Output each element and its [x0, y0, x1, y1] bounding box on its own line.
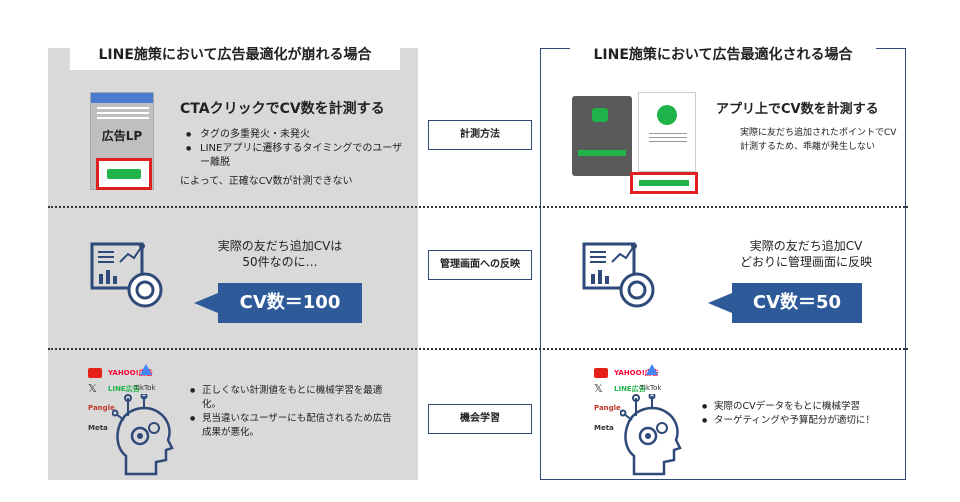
- row-divider-2: [48, 348, 908, 350]
- right-column-panel: [540, 48, 906, 480]
- google-ads-icon: [140, 364, 152, 375]
- cta-button: [107, 169, 141, 179]
- label-dashboard-reflection: 管理画面への反映: [428, 250, 532, 280]
- right-section1-title: アプリ上でCV数を計測する: [716, 102, 879, 117]
- analytics-dashboard-icon: [90, 242, 163, 308]
- left-heading: LINE施策において広告最適化が崩れる場合: [70, 40, 400, 70]
- right-section3-bullets: 実際のCVデータをもとに機械学習 ターゲティングや予算配分が適切に！: [702, 400, 902, 428]
- tiktok-logo: TikTok: [640, 384, 662, 392]
- left-section1-bullets: タグの多重発火・未発火 LINEアプリに遷移するタイミングでのユーザー離脱: [186, 128, 406, 170]
- left-section1-note: によって、正確なCV数が計測できない: [180, 176, 353, 187]
- bullet-item: LINEアプリに遷移するタイミングでのユーザー離脱: [186, 142, 406, 170]
- youtube-icon: [88, 368, 102, 378]
- right-section2-line2: どおりに管理画面に反映: [739, 255, 872, 269]
- line-ads-logo: LINE広告: [614, 385, 646, 393]
- add-friend-button: [639, 180, 689, 186]
- cv-count-callout-left: CV数＝100: [194, 283, 362, 323]
- meta-logo: Meta: [88, 424, 108, 432]
- add-friend-highlight-frame: [630, 172, 698, 194]
- row-divider-1: [48, 206, 908, 208]
- pangle-logo: Pangle: [594, 404, 621, 412]
- right-border-top-right: [876, 48, 906, 49]
- lp-text-lines: [97, 107, 149, 121]
- right-border-top-left: [540, 48, 570, 49]
- yahoo-ads-logo: YAHOO!広告: [614, 369, 659, 377]
- ai-brain-head-icon: [112, 394, 174, 476]
- label-machine-learning: 機会学習: [428, 404, 532, 434]
- right-section2-line1: 実際の友だち追加CV: [749, 239, 863, 253]
- label-measurement-method: 計測方法: [428, 120, 532, 150]
- analytics-dashboard-icon: [582, 242, 655, 308]
- left-section2-line1: 実際の友だち追加CVは: [217, 239, 343, 253]
- app-text-lines: [649, 133, 687, 145]
- x-logo-icon: 𝕏: [88, 382, 97, 395]
- bullet-item: ターゲティングや予算配分が適切に！: [702, 414, 902, 428]
- app-screen-mockup-1: [572, 96, 632, 176]
- bullet-item: 正しくない計測値をもとに機械学習を最適化。: [190, 384, 400, 412]
- youtube-icon: [594, 368, 608, 378]
- left-section2-text: 実際の友だち追加CVは 50件なのに…: [200, 238, 360, 270]
- right-section2-text: 実際の友だち追加CV どおりに管理画面に反映: [726, 238, 886, 270]
- right-heading: LINE施策において広告最適化される場合: [575, 40, 871, 70]
- tiktok-logo: TikTok: [134, 384, 156, 392]
- bullet-item: タグの多重発火・未発火: [186, 128, 406, 142]
- yahoo-ads-logo: YAHOO!広告: [108, 369, 153, 377]
- profile-avatar-icon: [657, 105, 677, 125]
- meta-logo: Meta: [594, 424, 614, 432]
- left-section1-title: CTAクリックでCV数を計測する: [180, 101, 385, 117]
- lp-label: 広告LP: [101, 129, 143, 143]
- left-section3-bullets: 正しくない計測値をもとに機械学習を最適化。 見当違いなユーザーにも配信されるため…: [190, 384, 400, 440]
- bullet-item: 実際のCVデータをもとに機械学習: [702, 400, 902, 414]
- landing-page-mockup: 広告LP: [90, 92, 154, 190]
- ai-brain-head-icon: [620, 394, 682, 476]
- lp-header-bar: [91, 93, 153, 103]
- cta-highlight-frame: [96, 158, 152, 190]
- line-ads-logo: LINE広告: [108, 385, 140, 393]
- left-section2-line2: 50件なのに…: [242, 255, 318, 269]
- app-screen-mockup-2: [638, 92, 696, 172]
- line-logo-icon: [592, 108, 608, 122]
- right-section1-desc: 実際に友だち追加されたポイントでCV計測するため、乖離が発生しない: [740, 128, 897, 152]
- bullet-item: 見当違いなユーザーにも配信されるため広告成果が悪化。: [190, 412, 400, 440]
- app-green-button: [578, 150, 626, 156]
- x-logo-icon: 𝕏: [594, 382, 603, 395]
- google-ads-icon: [646, 364, 658, 375]
- pangle-logo: Pangle: [88, 404, 115, 412]
- cv-count-callout-right: CV数＝50: [708, 283, 862, 323]
